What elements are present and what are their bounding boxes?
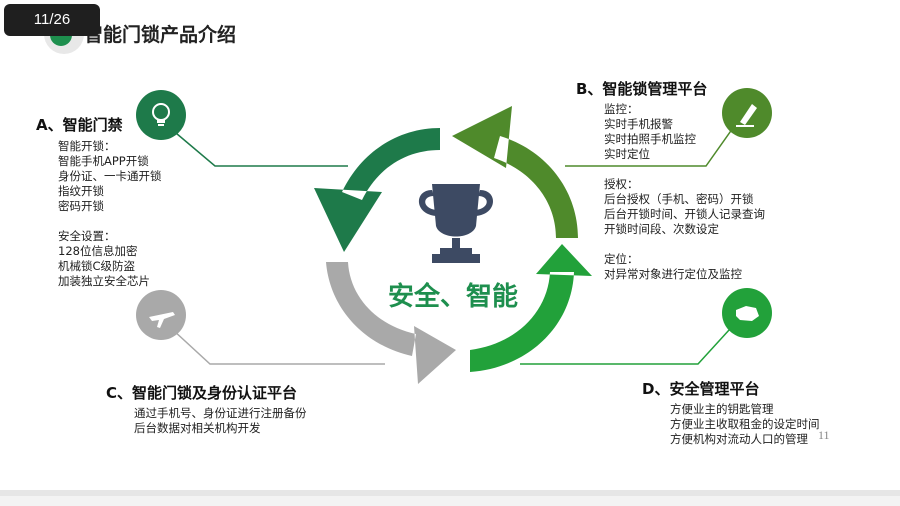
section-b-line: 后台开锁时间、开锁人记录查询	[604, 207, 765, 221]
section-c-line: 后台数据对相关机构开发	[134, 421, 261, 435]
section-b-line: 实时手机报警	[604, 117, 673, 131]
page-title: 智能门锁产品介绍	[84, 24, 237, 46]
section-b-body: 监控： 实时手机报警 实时拍照手机监控 实时定位 授权： 后台授权（手机、密码）…	[604, 102, 765, 282]
arrow-olive-green	[452, 106, 578, 238]
handshake-icon	[722, 288, 772, 338]
page-counter: 11/26	[4, 4, 100, 36]
slide-number: 11	[818, 428, 830, 442]
connector-line-a	[169, 127, 348, 167]
section-d-line: 方便业主的钥匙管理	[670, 402, 774, 416]
section-a-line: 机械锁C级防盗	[58, 259, 136, 273]
section-a-body: 智能开锁： 智能手机APP开锁 身份证、一卡通开锁 指纹开锁 密码开锁 安全设置…	[58, 139, 162, 289]
section-a-line: 加装独立安全芯片	[58, 274, 150, 288]
bottom-bar	[0, 496, 900, 506]
airplane-icon	[136, 290, 186, 340]
lightbulb-icon	[136, 90, 186, 140]
section-d-line: 方便业主收取租金的设定时间	[670, 417, 820, 431]
section-a-line: 智能开锁：	[58, 139, 116, 153]
section-b-line: 实时定位	[604, 147, 650, 161]
section-a-line	[58, 214, 162, 229]
arrow-dark-green	[314, 128, 440, 252]
pen-icon	[722, 88, 772, 138]
connector-line-b	[565, 117, 741, 167]
section-d-body: 方便业主的钥匙管理 方便业主收取租金的设定时间 方便机构对流动人口的管理	[670, 402, 820, 447]
section-a-line: 安全设置：	[58, 229, 116, 243]
section-b-line: 监控：	[604, 102, 639, 116]
trophy-icon	[418, 184, 494, 263]
arrow-bright-green	[470, 244, 592, 372]
section-a-line: 智能手机APP开锁	[58, 154, 149, 168]
connector-line-c	[159, 317, 385, 365]
section-a-line: 身份证、一卡通开锁	[58, 169, 162, 183]
section-b-line: 后台授权（手机、密码）开锁	[604, 192, 754, 206]
arrow-gray	[326, 262, 456, 384]
section-d-line: 方便机构对流动人口的管理	[670, 432, 808, 446]
section-b-line	[604, 237, 765, 252]
section-c-body: 通过手机号、身份证进行注册备份 后台数据对相关机构开发	[134, 406, 307, 436]
section-b-line: 定位：	[604, 252, 639, 266]
section-b-line: 授权：	[604, 177, 639, 191]
connector-line-d	[520, 317, 741, 365]
section-b-line	[604, 162, 765, 177]
section-a-heading: A、智能门禁	[36, 116, 123, 134]
section-b-line: 开锁时间段、次数设定	[604, 222, 719, 236]
section-d-heading: D、安全管理平台	[642, 380, 760, 398]
section-c-line: 通过手机号、身份证进行注册备份	[134, 406, 307, 420]
section-c-heading: C、智能门锁及身份认证平台	[106, 384, 298, 402]
section-b-line: 实时拍照手机监控	[604, 132, 696, 146]
center-label: 安全、智能	[388, 282, 519, 312]
section-a-line: 密码开锁	[58, 199, 104, 213]
section-a-line: 128位信息加密	[58, 244, 138, 258]
section-b-line: 对异常对象进行定位及监控	[604, 267, 742, 281]
section-a-line: 指纹开锁	[58, 184, 104, 198]
section-b-heading: B、智能锁管理平台	[576, 80, 708, 98]
